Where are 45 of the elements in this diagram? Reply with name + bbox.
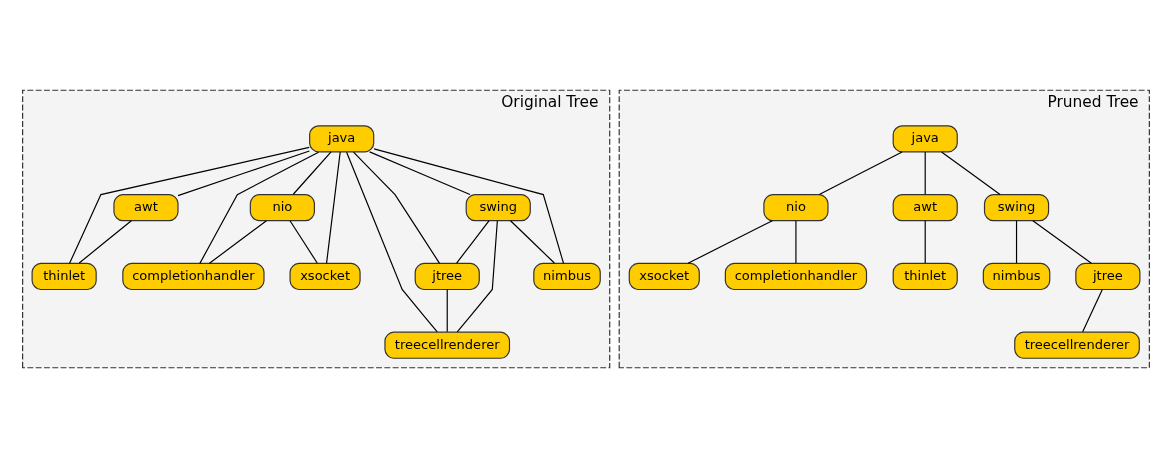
connector [940, 151, 1001, 196]
node-box: thinlet [31, 262, 97, 291]
connector [1082, 288, 1103, 333]
connector [369, 151, 471, 196]
node-box: thinlet [892, 262, 958, 291]
connector [456, 220, 490, 264]
connector [177, 150, 310, 197]
connector [208, 220, 268, 264]
connector [795, 220, 797, 264]
node-box: nio [763, 194, 829, 222]
node-box: awt [892, 194, 958, 222]
connector [325, 151, 341, 264]
connector [924, 220, 926, 264]
node-box: nimbus [533, 262, 601, 291]
connector [509, 220, 555, 264]
connector [289, 220, 318, 264]
connector [346, 151, 438, 333]
node-box: java [892, 125, 958, 153]
connector [68, 146, 310, 264]
node-box: xsocket [628, 262, 700, 291]
node-box: completionhandler [724, 262, 868, 291]
connector [818, 151, 903, 196]
node-box: jtree [1075, 262, 1141, 291]
node-box: awt [113, 194, 179, 222]
node-box: treecellrenderer [1014, 331, 1140, 359]
connector [352, 151, 441, 264]
connector [78, 220, 132, 264]
connector [1015, 220, 1018, 264]
node-box: jtree [414, 262, 480, 291]
node-box: treecellrenderer [384, 331, 511, 359]
connector [373, 148, 565, 264]
connector [456, 220, 498, 333]
connector [924, 151, 926, 195]
connector [199, 151, 320, 264]
node-box: nio [249, 194, 315, 222]
node-box: swing [465, 194, 531, 222]
node-box: swing [983, 194, 1050, 222]
connector [1032, 220, 1092, 264]
node-box: xsocket [289, 262, 361, 291]
connector [292, 151, 332, 195]
node-box: completionhandler [122, 262, 265, 291]
connector [446, 288, 448, 333]
node-box: nimbus [982, 262, 1051, 291]
connector [687, 220, 773, 264]
node-box: java [309, 125, 375, 153]
